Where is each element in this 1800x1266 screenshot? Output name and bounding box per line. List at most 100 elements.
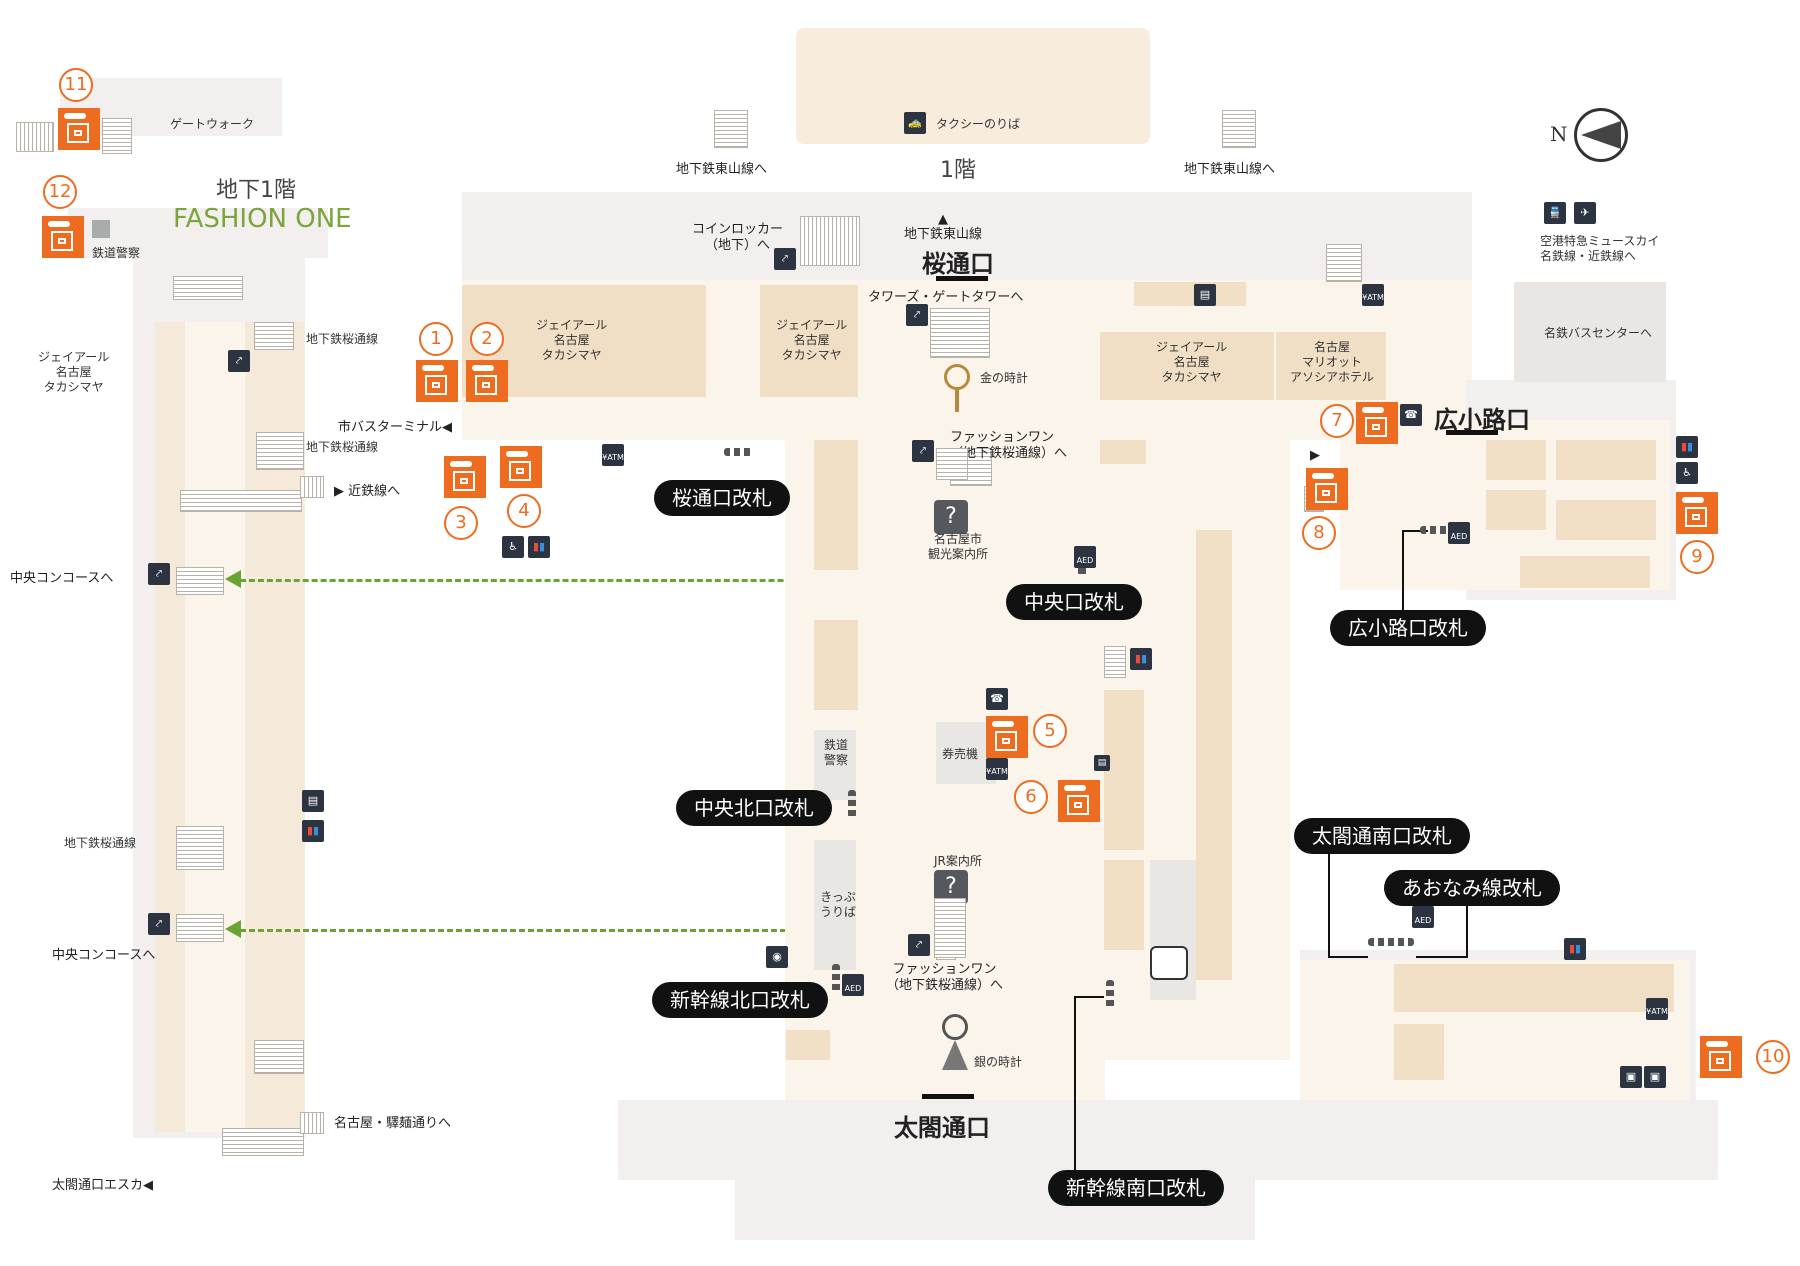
atm-icon[interactable]: ¥ATM xyxy=(1646,998,1668,1020)
gate-marker xyxy=(1106,980,1114,1008)
stairs xyxy=(800,216,860,266)
coin-locker-11[interactable] xyxy=(58,108,100,150)
subway-higashiyama-up[interactable]: ▲ 地下鉄東山線 xyxy=(904,212,983,242)
leader-line xyxy=(1328,956,1368,958)
phone-icon: ☎ xyxy=(986,688,1008,710)
shop-icon: ▣ xyxy=(1644,1066,1666,1088)
railway-police-label-1f: 鉄道 警察 xyxy=(824,738,849,767)
city-bus-link[interactable]: 市バスターミナル◀ xyxy=(338,420,452,435)
sakuradori-exit-label: 桜通口 xyxy=(922,250,994,278)
airplane-icon: ✈ xyxy=(1574,202,1596,224)
route-line xyxy=(240,929,930,932)
arrow-right-icon: ▶ xyxy=(1310,448,1320,463)
fashion-one-link-1[interactable]: ファッションワン （地下鉄桜通線）へ xyxy=(950,430,1068,461)
hirokoji-gate[interactable]: 広小路口改札 xyxy=(1330,610,1486,646)
gold-clock-icon xyxy=(944,364,970,390)
compass-icon xyxy=(1574,108,1628,162)
aonami-gate[interactable]: あおなみ線改札 xyxy=(1384,870,1560,906)
locker-number-8: 8 xyxy=(1302,516,1336,550)
coin-locker-3[interactable] xyxy=(444,456,486,498)
stairs xyxy=(934,898,966,958)
fashion-one-title: FASHION ONE xyxy=(173,204,352,234)
info-icon[interactable]: ? xyxy=(934,500,968,534)
meitetsu-bus-link[interactable]: 名鉄バスセンターへ xyxy=(1544,326,1653,340)
subway-higashiyama-right[interactable]: 地下鉄東山線へ xyxy=(1184,162,1276,177)
central-concourse-link-2[interactable]: 中央コンコースへ xyxy=(52,948,156,963)
coin-locker-1[interactable] xyxy=(416,360,458,402)
phone-icon: ☎ xyxy=(1400,404,1422,426)
shinkansen-minami-gate[interactable]: 新幹線南口改札 xyxy=(1048,1170,1224,1206)
kippu-block xyxy=(814,840,856,970)
silver-clock-base xyxy=(942,1040,968,1070)
toilet-icon: ▮▮ xyxy=(1564,938,1586,960)
coin-locker-12[interactable] xyxy=(42,216,84,258)
subway-sakuradori-label-3: 地下鉄桜通線 xyxy=(64,836,137,850)
towers-link[interactable]: タワーズ・ゲートタワーへ xyxy=(868,290,1024,305)
fashion-one-link-2[interactable]: ファッションワン （地下鉄桜通線）へ xyxy=(886,962,1004,993)
stairs xyxy=(300,1112,324,1134)
escalator-icon: ⤤ xyxy=(912,440,934,462)
sakuradori-plaza xyxy=(462,192,1472,282)
coin-locker-2[interactable] xyxy=(466,360,508,402)
subway-sakuradori-label-2: 地下鉄桜通線 xyxy=(306,440,379,454)
leader-line xyxy=(1402,530,1404,610)
atm-icon[interactable]: ¥ATM xyxy=(602,444,624,466)
sakuradori-gate[interactable]: 桜通口改札 xyxy=(654,480,790,516)
coin-locker-5[interactable] xyxy=(986,716,1028,758)
coin-locker-9[interactable] xyxy=(1676,492,1718,534)
accessible-icon: ♿ xyxy=(1676,462,1698,484)
coin-locker-4[interactable] xyxy=(500,446,542,488)
escalator-icon: ⤤ xyxy=(774,248,796,270)
toilet-icon: ▮▮ xyxy=(1676,436,1698,458)
taiko-esca-link[interactable]: 太閤通口エスカ◀ xyxy=(52,1178,153,1193)
gate-marker xyxy=(1420,526,1448,534)
locker-icon: ▣ xyxy=(1620,1066,1642,1088)
leader-line xyxy=(1466,904,1468,956)
chuo-gate[interactable]: 中央口改札 xyxy=(1006,584,1142,620)
stairs xyxy=(180,490,302,512)
stairs xyxy=(173,276,243,300)
coin-locker-8[interactable] xyxy=(1306,468,1348,510)
coin-locker-7[interactable] xyxy=(1356,402,1398,444)
takashimaya-block-2 xyxy=(760,285,858,397)
coin-locker-link[interactable]: コインロッカー （地下）へ xyxy=(692,222,784,253)
meieki-men-link[interactable]: 名古屋・驛麺通りへ xyxy=(334,1116,452,1131)
airport-link[interactable]: 空港特急ミュースカイ 名鉄線・近鉄線へ xyxy=(1540,234,1660,263)
jr-info-label: JR案内所 xyxy=(934,854,982,868)
meitetsu-bus-block xyxy=(1514,282,1666,382)
central-concourse-link-1[interactable]: 中央コンコースへ xyxy=(10,571,114,586)
store-block xyxy=(1520,556,1650,588)
gate-walk-label: ゲートウォーク xyxy=(170,117,255,131)
gate-marker xyxy=(1368,938,1414,946)
aed-icon: AED xyxy=(842,974,864,996)
stairs xyxy=(102,118,132,154)
kintetsu-label[interactable]: ▶ 近鉄線へ xyxy=(334,484,401,499)
subway-higashiyama-left[interactable]: 地下鉄東山線へ xyxy=(676,162,768,177)
stairs xyxy=(930,308,990,358)
store-column xyxy=(1196,530,1232,980)
ticket-machine-label: 券売機 xyxy=(942,747,979,761)
escalator-icon: ⤤ xyxy=(908,934,930,956)
coin-locker-6[interactable] xyxy=(1058,780,1100,822)
atm-icon[interactable]: ¥ATM xyxy=(1362,284,1384,306)
stairs xyxy=(1222,110,1256,148)
taiko-minami-gate[interactable]: 太閤通南口改札 xyxy=(1294,818,1470,854)
marriott-label: 名古屋 マリオット アソシアホテル xyxy=(1290,340,1375,384)
stairs xyxy=(1326,244,1362,282)
stairs xyxy=(176,914,224,942)
toilet-icon: ▮▮ xyxy=(528,536,550,558)
chuo-kita-gate[interactable]: 中央北口改札 xyxy=(676,790,832,826)
shinkansen-icon: ◉ xyxy=(766,946,788,968)
store-block xyxy=(1486,490,1546,530)
atm-icon[interactable]: ¥ATM xyxy=(986,758,1008,780)
jr-takashimaya-label-3: ジェイアール 名古屋 タカシマヤ xyxy=(1156,340,1228,384)
jr-takashimaya-label-2: ジェイアール 名古屋 タカシマヤ xyxy=(776,318,848,362)
store-block xyxy=(1486,440,1546,480)
taiko-plaza xyxy=(618,1100,1718,1180)
stairs xyxy=(176,826,224,870)
coin-locker-10[interactable] xyxy=(1700,1036,1742,1078)
leader-line xyxy=(1074,996,1076,1170)
shinkansen-kita-gate[interactable]: 新幹線北口改札 xyxy=(652,982,828,1018)
silver-clock-icon xyxy=(942,1014,968,1040)
floor-1-label: 1階 xyxy=(940,158,976,183)
